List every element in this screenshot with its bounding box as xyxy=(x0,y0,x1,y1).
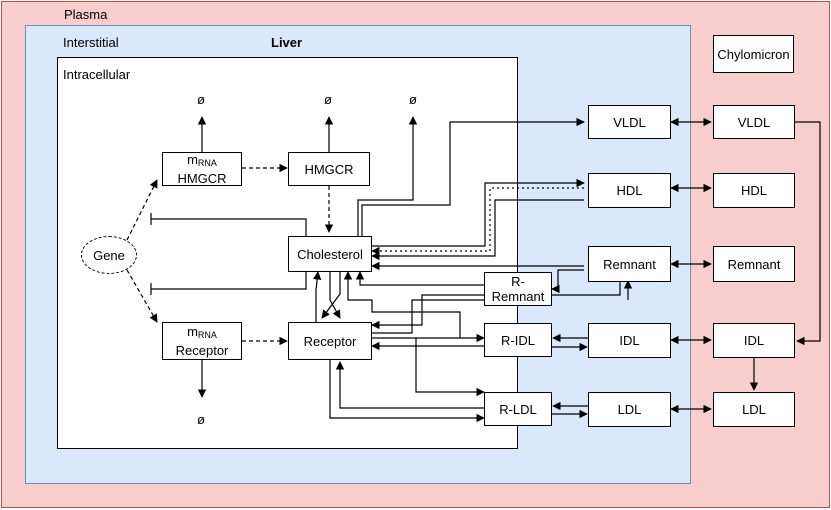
ldl-plasma-node: LDL xyxy=(713,392,795,427)
r-remnant-label: R-Remnant xyxy=(491,274,545,304)
mrna-hmgcr-node: mRNA HMGCR xyxy=(162,152,242,186)
gene-label: Gene xyxy=(93,247,125,263)
edge-r-remnant-cholesterol xyxy=(355,271,484,286)
cholesterol-label: Cholesterol xyxy=(297,246,363,262)
r-remnant-node: R-Remnant xyxy=(484,272,552,306)
remnant-interstitial-label: Remnant xyxy=(603,256,656,272)
idl-plasma-node: IDL xyxy=(713,323,795,358)
hmgcr-label: HMGCR xyxy=(304,161,354,177)
vldl-interstitial-label: VLDL xyxy=(613,114,646,130)
r-ldl-node: R-LDL xyxy=(484,392,552,426)
gene-node: Gene xyxy=(81,236,137,274)
ldl-interstitial-node: LDL xyxy=(588,392,671,427)
ldl-plasma-label: LDL xyxy=(742,402,766,417)
remnant-interstitial-node: Remnant xyxy=(588,246,671,282)
edge-r-ldl-receptor xyxy=(335,361,484,409)
mrna-receptor-prefix: mRNA xyxy=(187,324,217,340)
mrna-receptor-label: Receptor xyxy=(175,343,229,358)
hdl-interstitial-node: HDL xyxy=(588,173,671,208)
edge-cholesterol-vldl xyxy=(361,117,585,236)
edge-cholesterol-inhibits-hmgcr xyxy=(151,218,307,236)
r-ldl-label: R-LDL xyxy=(499,401,537,417)
edge-receptor-cholesterol-b xyxy=(321,272,341,319)
edge-gene-mrna-receptor xyxy=(126,269,158,323)
vldl-interstitial-node: VLDL xyxy=(588,105,671,139)
cholesterol-degradation-symbol: ø xyxy=(409,92,417,107)
hmgcr-mrna-degradation-symbol: ø xyxy=(197,92,205,107)
edge-r-idl-cholesterol xyxy=(343,271,461,338)
receptor-node: Receptor xyxy=(288,322,372,360)
edge-cholesterol-receptor xyxy=(329,272,341,319)
mrna-receptor-node: mRNA Receptor xyxy=(162,322,242,360)
edge-receptor-r-remnant xyxy=(372,299,484,334)
r-idl-label: R-IDL xyxy=(501,332,535,348)
interstitial-label: Interstitial xyxy=(63,35,119,50)
hmgcr-node: HMGCR xyxy=(288,152,370,186)
vldl-plasma-node: VLDL xyxy=(713,105,795,139)
edge-r-remnant-receptor xyxy=(371,294,484,330)
mrna-hmgcr-label: HMGCR xyxy=(177,171,227,186)
remnant-plasma-node: Remnant xyxy=(713,246,795,282)
hdl-interstitial-label: HDL xyxy=(616,183,643,198)
idl-interstitial-label: IDL xyxy=(619,333,640,348)
chylomicron-node: Chylomicron xyxy=(713,35,794,73)
vldl-plasma-label: VLDL xyxy=(737,114,771,130)
edge-gene-mrna-hmgcr xyxy=(126,179,158,241)
chylomicron-label: Chylomicron xyxy=(717,46,790,62)
receptor-label: Receptor xyxy=(303,333,357,349)
intracellular-label: Intracellular xyxy=(63,67,131,82)
edge-cholesterol-hdl xyxy=(372,178,585,247)
plasma-label: Plasma xyxy=(64,7,108,22)
edge-hdl-cholesterol-dotted xyxy=(371,187,584,256)
edge-receptor-r-ldl xyxy=(415,338,485,397)
ldl-interstitial-label: LDL xyxy=(617,402,642,417)
r-idl-node: R-IDL xyxy=(484,323,552,357)
edge-vldl-idl xyxy=(795,121,821,346)
idl-plasma-label: IDL xyxy=(743,333,765,348)
idl-interstitial-node: IDL xyxy=(588,323,671,358)
liver-label: Liver xyxy=(271,35,303,50)
hdl-plasma-label: HDL xyxy=(740,183,767,198)
edge-cholesterol-inhibits-receptor xyxy=(151,270,307,290)
hmgcr-degradation-symbol: ø xyxy=(324,92,332,107)
edge-remnant-r-remnant xyxy=(551,269,584,294)
edge-cholesterol-degradation xyxy=(357,116,418,236)
edge-receptor-cholesterol-a xyxy=(312,271,322,322)
receptor-mrna-degradation-symbol: ø xyxy=(197,412,205,427)
hdl-plasma-node: HDL xyxy=(713,173,795,208)
cholesterol-node: Cholesterol xyxy=(288,236,372,272)
edge-hdl-cholesterol xyxy=(371,199,584,261)
edge-receptor-r-ldl-lower xyxy=(329,360,485,423)
mrna-hmgcr-prefix: mRNA xyxy=(187,152,217,168)
remnant-plasma-label: Remnant xyxy=(727,256,781,272)
